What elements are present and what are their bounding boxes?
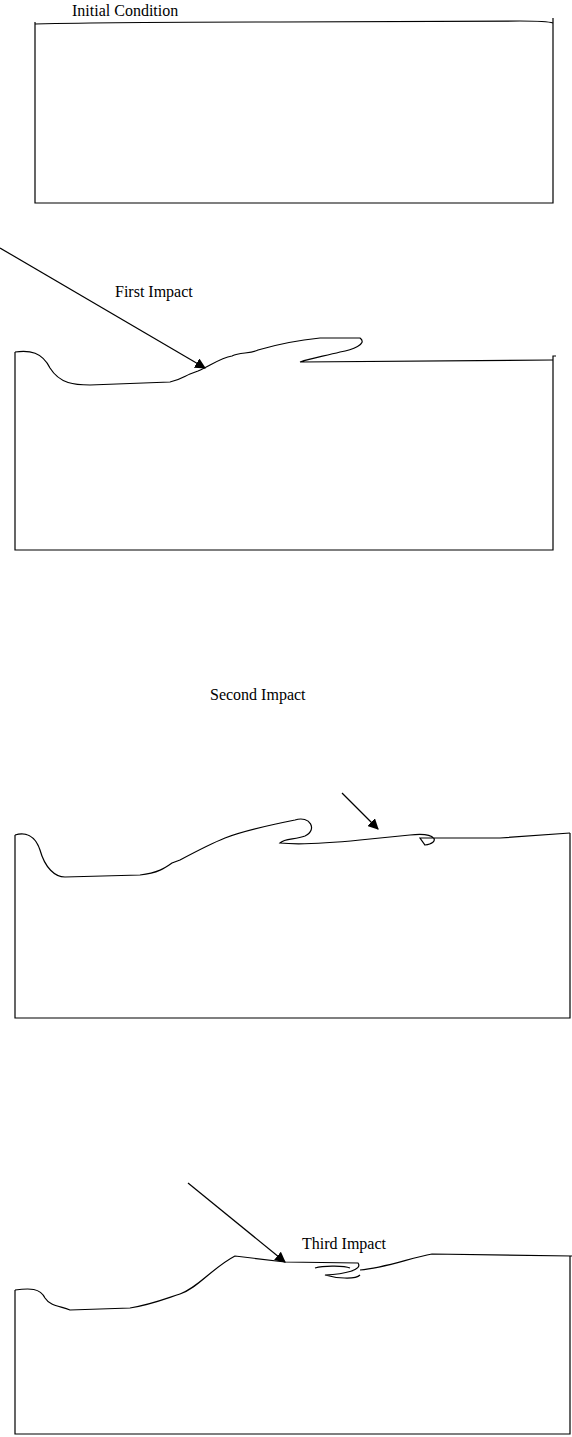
third-impact-tank xyxy=(15,1183,572,1434)
panel-label: Third Impact xyxy=(302,1235,386,1253)
second-impact-tank xyxy=(15,793,570,1018)
initial-tank xyxy=(35,18,553,203)
panel-label: Initial Condition xyxy=(72,2,178,20)
panel-label: First Impact xyxy=(115,283,193,301)
first-impact-tank xyxy=(0,248,556,550)
panel-label: Second Impact xyxy=(210,686,306,704)
